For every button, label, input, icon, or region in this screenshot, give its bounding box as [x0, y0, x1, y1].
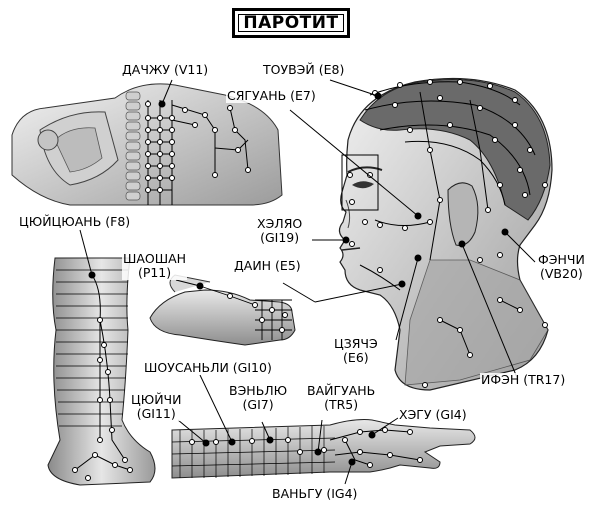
label-tszyache-code: (E6) — [343, 350, 369, 365]
ear — [447, 182, 479, 246]
label-fenchi: ФЭНЧИ (VB20) — [537, 253, 586, 281]
forearm-meridians — [329, 429, 421, 466]
leader-dazhu — [161, 79, 173, 105]
leader-tsyuytsyuan — [79, 229, 93, 276]
forearm-figure — [171, 374, 476, 485]
spine — [125, 91, 141, 201]
label-tsyuychi-name: ЦЮЙЧИ — [131, 392, 182, 407]
leg-figure — [47, 229, 156, 486]
label-vayguan: ВАЙГУАНЬ (TR5) — [306, 383, 377, 412]
neck — [404, 259, 549, 386]
label-vayguan-code: (TR5) — [324, 397, 359, 412]
leg-points — [72, 317, 133, 481]
leg-outline — [47, 257, 156, 486]
leader-shaoshan — [175, 279, 201, 287]
label-shaoshan-code: (P11) — [137, 265, 172, 280]
label-tsyuychi: ЦЮЙЧИ (GI11) — [130, 392, 183, 421]
label-vangu: ВАНЬГУ (IG4) — [271, 486, 359, 501]
brow — [347, 166, 383, 173]
label-tszyache: ЦЗЯЧЭ (E6) — [333, 337, 379, 365]
label-fenchi-name: ФЭНЧИ — [538, 252, 585, 267]
label-fenchi-code: (VB20) — [540, 266, 583, 281]
label-tszyache-name: ЦЗЯЧЭ — [334, 336, 378, 351]
label-venlyu-name: ВЭНЬЛЮ — [229, 383, 288, 398]
hand-p11-points — [227, 293, 288, 333]
leg-meridian — [74, 274, 131, 471]
leg-stripes — [56, 269, 128, 427]
shoulder-back-figure — [11, 79, 283, 206]
forearm-points — [189, 427, 423, 468]
label-khelyao: ХЭЛЯО (GI19) — [256, 216, 304, 245]
back-points — [145, 101, 251, 193]
head-points — [347, 79, 548, 388]
head-figure — [282, 77, 553, 391]
page-title: ПАРОТИТ — [243, 13, 339, 33]
scapula-inner — [54, 127, 103, 173]
label-dain: ДАИН (E5) — [233, 258, 302, 273]
title-box: ПАРОТИТ — [232, 8, 350, 38]
nose-line — [345, 199, 351, 229]
label-khegu: ХЭГУ (GI4) — [398, 407, 468, 422]
title-inner-frame: ПАРОТИТ — [238, 13, 344, 33]
humerus-head — [37, 129, 59, 151]
label-tsyuychi-code: (GI11) — [136, 406, 176, 421]
hand-p11-outline — [149, 289, 296, 346]
mouth — [341, 247, 361, 251]
label-vayguan-name: ВАЙГУАНЬ — [307, 383, 376, 398]
label-dazhu: ДАЧЖУ (V11) — [121, 62, 210, 77]
label-venlyu: ВЭНЬЛЮ (GI7) — [228, 383, 289, 412]
eye — [352, 181, 374, 189]
label-shousanli: ШОУСАНЬЛИ (GI10) — [143, 360, 273, 375]
label-khelyao-name: ХЭЛЯО — [257, 216, 303, 231]
head-leaders — [282, 79, 536, 381]
label-shaoshan-name: ШАОШАН — [123, 251, 187, 266]
label-syaguan: СЯГУАНЬ (E7) — [226, 88, 317, 103]
label-shaoshan: ШАОШАН (P11) — [122, 251, 188, 280]
label-venlyu-code: (GI7) — [242, 397, 274, 412]
label-tsyuytsyuan: ЦЮЙЦЮАНЬ (F8) — [18, 214, 132, 229]
label-touvey: ТОУВЭЙ (E8) — [262, 62, 346, 77]
label-ifen: ИФЭН (TR17) — [480, 372, 567, 387]
hand-p11-figure — [149, 274, 296, 346]
forearm-leaders — [177, 374, 399, 485]
label-khelyao-code: (GI19) — [260, 230, 300, 245]
